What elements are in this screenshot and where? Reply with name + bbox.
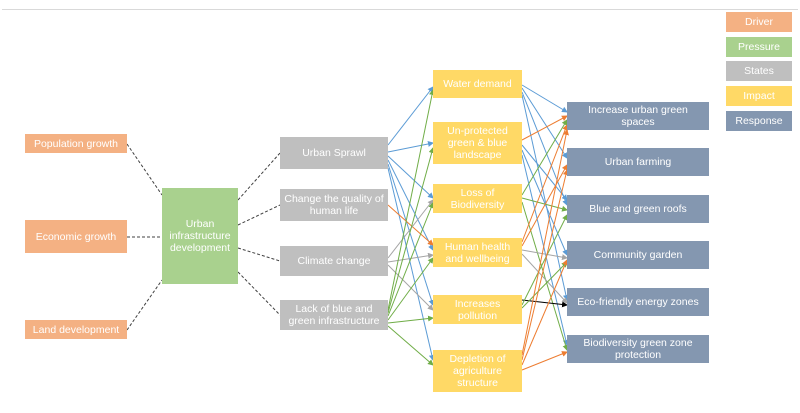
impact-node-water-demand: Water demand (433, 70, 522, 98)
response-node-community-garden: Community garden (567, 241, 709, 269)
driver-node-population-growth: Population growth (25, 134, 127, 153)
top-divider (2, 9, 798, 10)
state-node-urban-sprawl: Urban Sprawl (280, 137, 388, 169)
impact-node-unprotected-landscape: Un-protected green & blue landscape (433, 122, 522, 164)
legend-states: States (726, 61, 792, 81)
driver-node-economic-growth: Economic growth (25, 220, 127, 253)
impact-node-human-health: Human health and wellbeing (433, 238, 522, 267)
response-node-urban-green-spaces: Increase urban green spaces (567, 102, 709, 130)
impact-response-links (521, 84, 569, 371)
response-node-urban-farming: Urban farming (567, 148, 709, 176)
driver-pressure-links (126, 143, 163, 331)
driver-node-land-development: Land development (25, 320, 127, 339)
response-node-biodiversity-protection: Biodiversity green zone protection (567, 335, 709, 363)
response-node-eco-energy-zones: Eco-friendly energy zones (567, 288, 709, 316)
impact-node-loss-of-biodiversity: Loss of Biodiversity (433, 184, 522, 213)
legend-driver: Driver (726, 12, 792, 32)
legend-pressure: Pressure (726, 37, 792, 57)
legend-response: Response (726, 111, 792, 131)
legend-impact: Impact (726, 86, 792, 106)
pressure-state-links (237, 152, 281, 316)
impact-node-depletion-of-agriculture: Depletion of agriculture structure (433, 350, 522, 392)
state-node-lack-of-infrastructure: Lack of blue and green infrastructure (280, 300, 388, 330)
state-node-quality-of-life: Change the quality of human life (280, 189, 388, 221)
state-node-climate-change: Climate change (280, 246, 388, 276)
pressure-node-urban-infrastructure: Urban infrastructure development (162, 188, 238, 284)
response-node-blue-green-roofs: Blue and green roofs (567, 195, 709, 223)
state-impact-links (387, 86, 435, 366)
impact-node-increases-pollution: Increases pollution (433, 295, 522, 324)
